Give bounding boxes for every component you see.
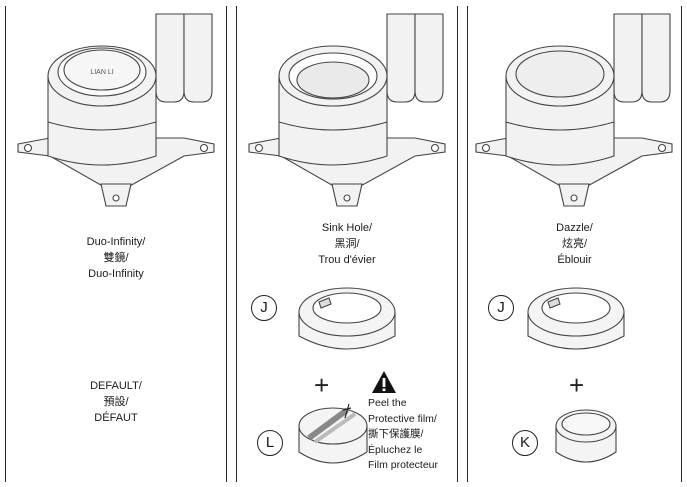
ring-j-part [298,287,396,350]
pump-head-duo-infinity-illustration: LIAN LI [17,13,215,207]
mode-label: Duo-Infinity/ 雙鏡/ Duo-Infinity [86,236,146,280]
part-badge-j: J [251,295,277,321]
panel-dazzle: Dazzle/ 炫亮/ Éblouir J + K [467,6,682,482]
cover-k-part [555,409,617,463]
part-badge-l: L [257,430,283,456]
plus-sign: + [314,370,330,400]
mode-label: Dazzle/ 炫亮/ Éblouir [556,222,593,266]
cover-l-part [298,403,368,464]
pump-head-sink-hole-illustration [248,13,446,464]
default-label: DEFAULT/ 預設/ DÉFAUT [90,380,142,424]
part-badge-j: J [488,295,514,321]
cap-logo: LIAN LI [90,69,113,76]
pump-head-dazzle-illustration [475,13,673,463]
panel-duo-infinity: LIAN LI Duo-Infinity/ 雙鏡/ Duo-Infinity D… [5,6,227,482]
ring-j-part [527,287,625,350]
peel-film-note: Peel the Protective film/ 撕下保護膜/ Épluche… [368,397,439,471]
warning-triangle-icon [372,371,396,393]
panel-sink-hole: Sink Hole/ 黑洞/ Trou d'évier J + L Peel t… [236,6,458,482]
mode-label: Sink Hole/ 黑洞/ Trou d'évier [318,222,376,266]
plus-sign: + [569,370,585,400]
part-badge-k: K [512,430,538,456]
